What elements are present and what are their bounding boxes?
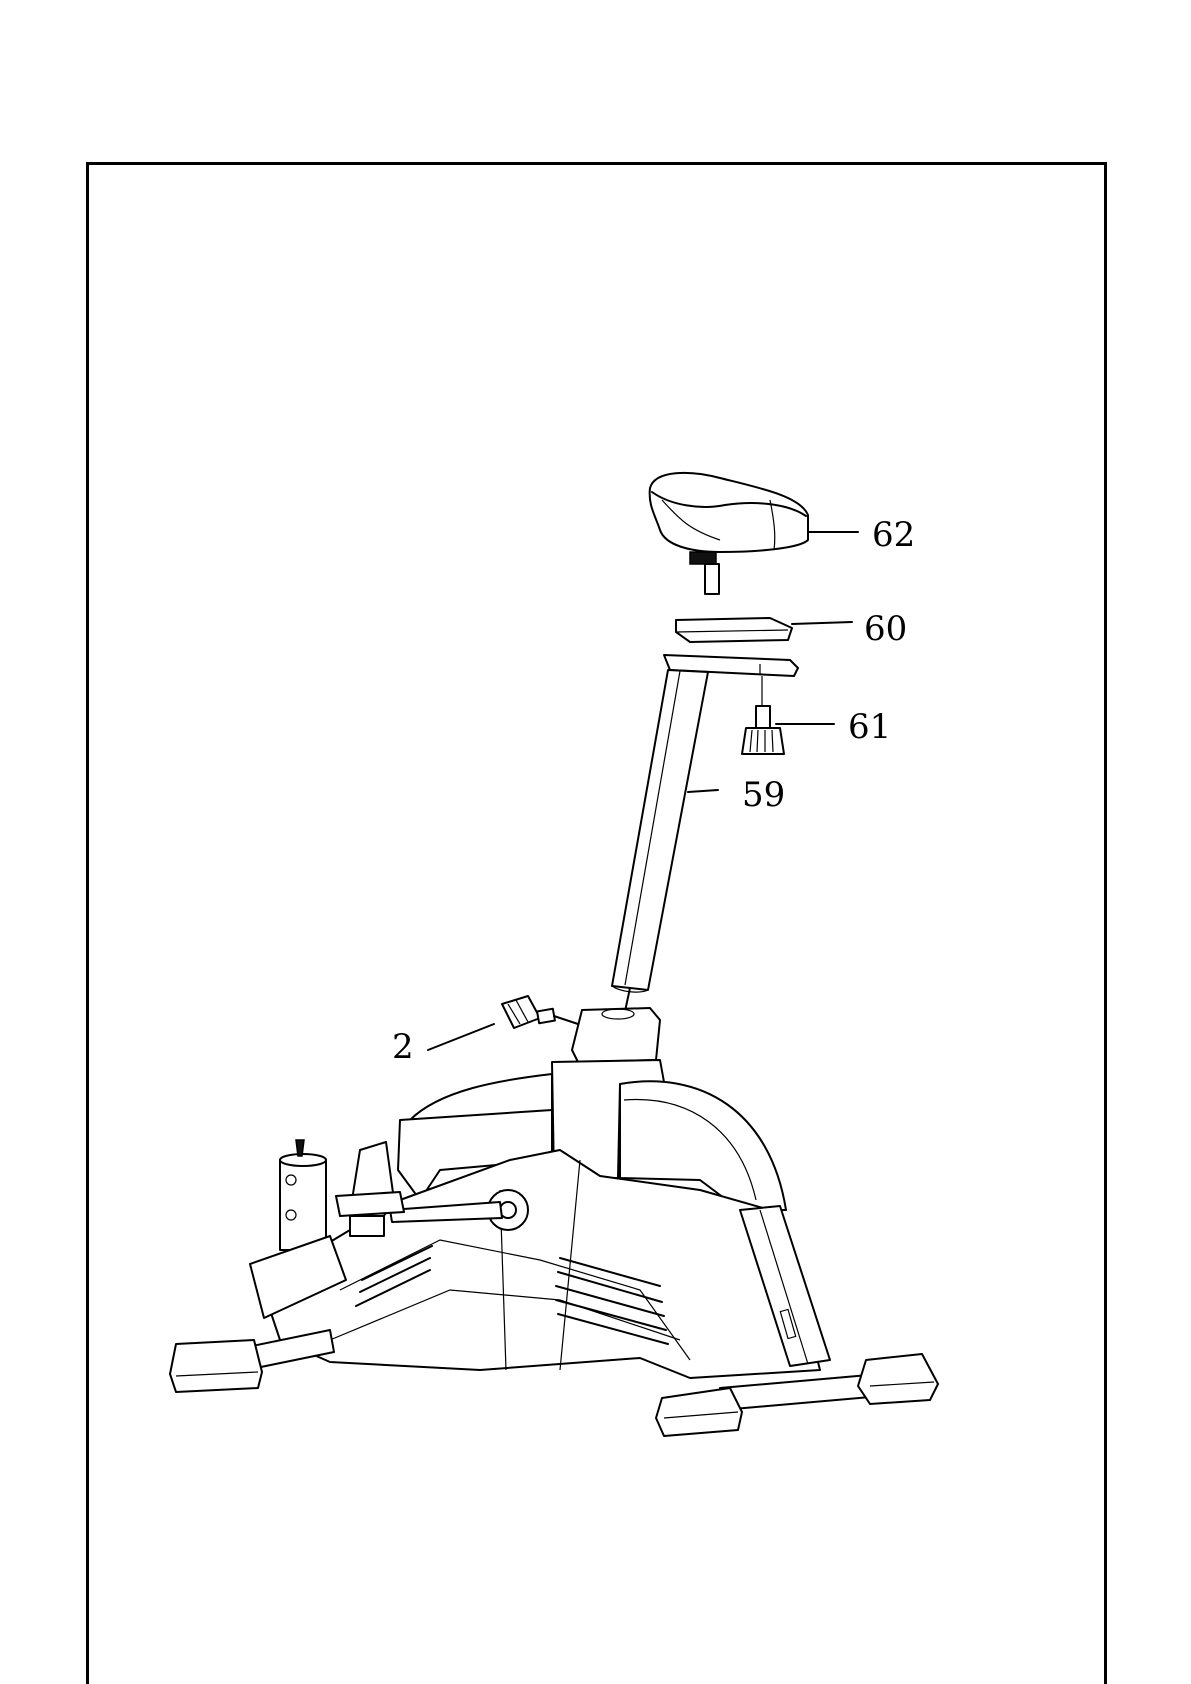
seat <box>650 473 808 594</box>
bike-frame <box>250 1008 830 1378</box>
callout-62: 62 <box>872 515 915 555</box>
knob-2 <box>502 996 578 1028</box>
callout-59: 59 <box>742 775 785 815</box>
callout-61: 61 <box>848 707 891 747</box>
seat-slider <box>676 618 792 642</box>
knob-61 <box>742 676 784 754</box>
callout-2: 2 <box>392 1027 414 1067</box>
callout-60: 60 <box>864 609 907 649</box>
